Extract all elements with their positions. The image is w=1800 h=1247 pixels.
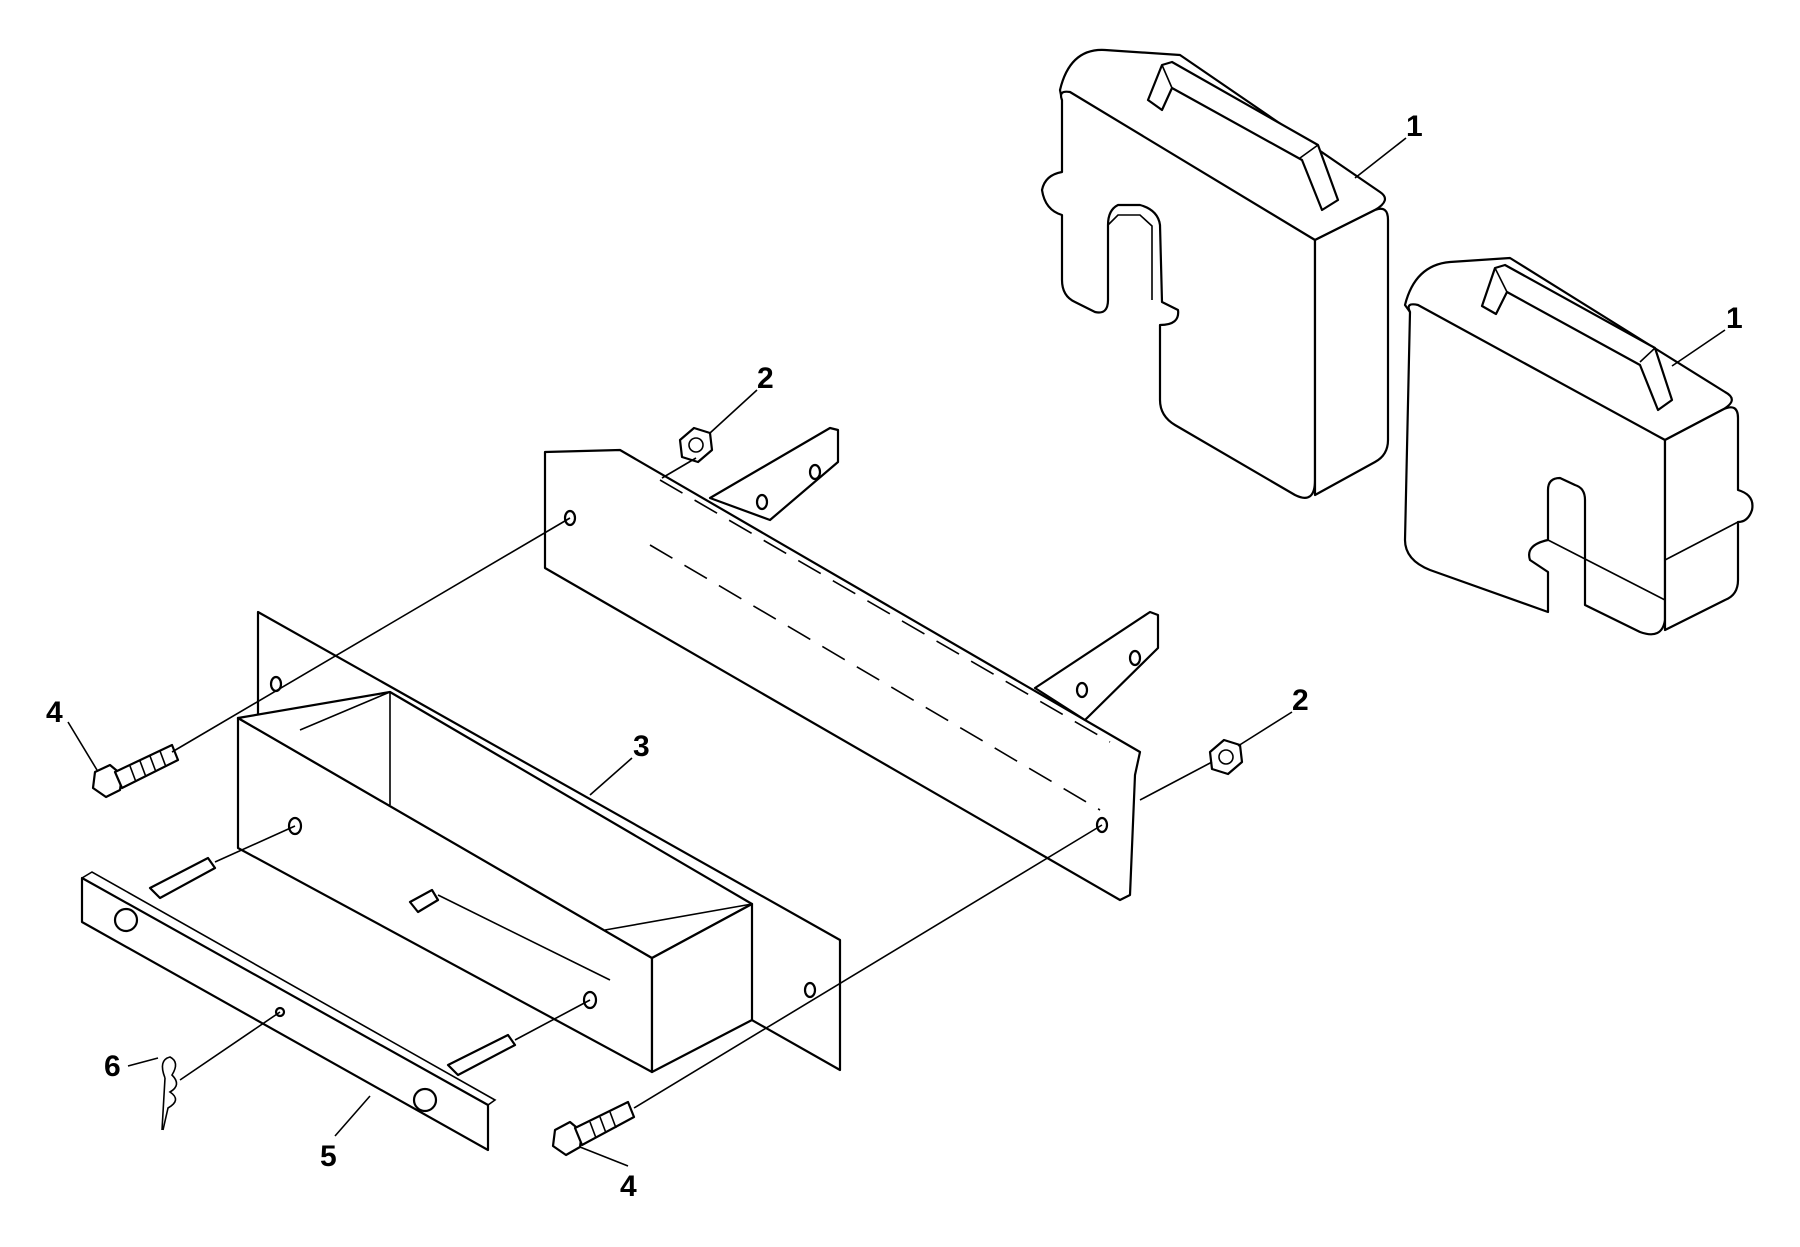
callout-5-pin-bar: 5 (320, 1140, 337, 1173)
callout-2-upper-nut: 2 (757, 362, 774, 395)
pin-bar-bolt-head (412, 1087, 438, 1113)
bracket-hole (755, 493, 769, 511)
hex-bolt-left (91, 743, 180, 799)
flange-nut-upper (678, 426, 714, 464)
box-end-face (650, 902, 754, 1074)
pin-bar-assembly (80, 856, 517, 1152)
callout-6-hair-pin: 6 (104, 1050, 121, 1083)
bracket-angle-plate (543, 448, 1142, 902)
pin-shaft (408, 888, 440, 914)
hair-pin-clip (161, 1056, 178, 1131)
box-hole (803, 981, 817, 999)
callout-1-front-weight: 1 (1726, 302, 1743, 335)
callout-1-rear-weight: 1 (1406, 110, 1423, 143)
callout-4-right-bolt: 4 (620, 1170, 637, 1203)
bracket-upper-tab (708, 426, 840, 522)
weight-rear-front-face (1040, 90, 1317, 499)
leader-lines (67, 137, 1726, 1167)
weight-front-handle (1480, 263, 1674, 412)
callout-3-bracket: 3 (633, 730, 650, 763)
assembly-lines (171, 457, 1213, 1109)
weight-rear-side-face (1313, 207, 1390, 497)
bracket-hole (808, 463, 822, 481)
bracket-hole (1075, 681, 1089, 699)
pin-shaft (446, 1033, 517, 1077)
bracket-lower-tab (1033, 610, 1160, 722)
mounting-bracket (543, 426, 1160, 902)
bracket-hole (1128, 649, 1142, 667)
pin-shaft (148, 856, 217, 900)
suitcase-weight-front (1403, 256, 1754, 636)
flange-nut-lower (1208, 738, 1244, 776)
callout-2-lower-nut: 2 (1292, 684, 1309, 717)
pin-bar-bolt-head (113, 907, 139, 933)
weight-front-side-face (1663, 406, 1754, 632)
hex-bolt-right (551, 1100, 636, 1157)
pin-bar (80, 876, 490, 1152)
callout-4-left-bolt: 4 (46, 696, 63, 729)
weight-rear-handle (1146, 60, 1340, 212)
weight-bracket-box (236, 610, 842, 1074)
suitcase-weight-rear (1040, 48, 1390, 499)
